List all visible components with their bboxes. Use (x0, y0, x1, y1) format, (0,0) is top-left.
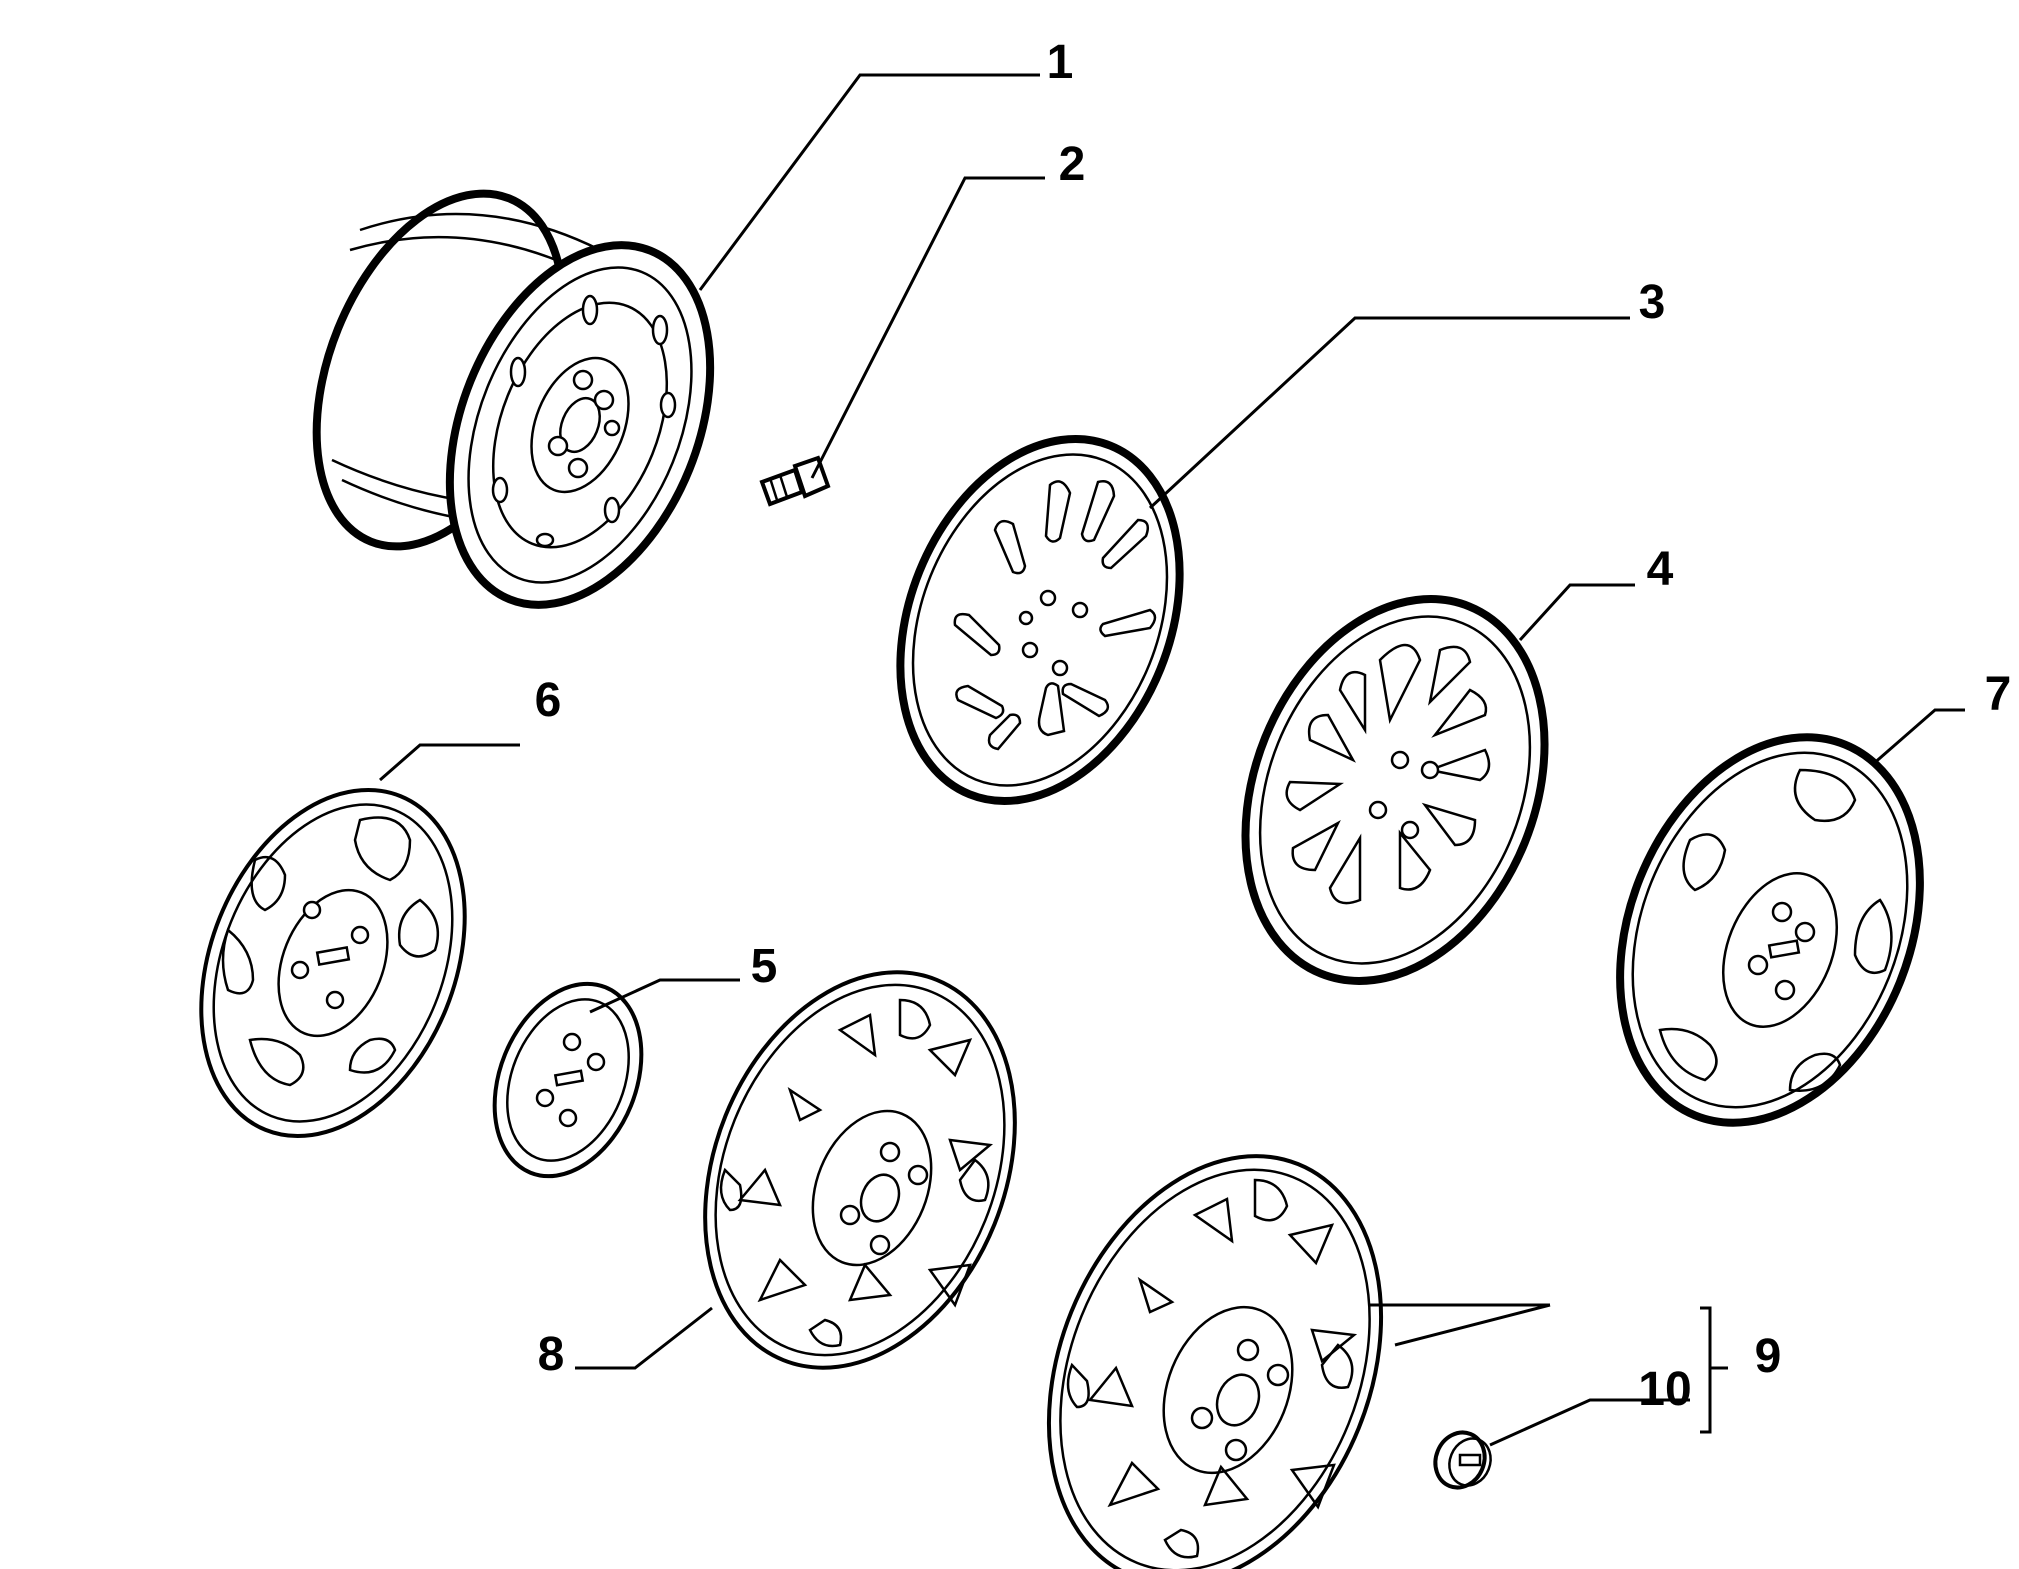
callout-3: 3 (1639, 276, 1666, 329)
wheel-cover-icon (1241, 595, 1549, 985)
leader-line-4 (1518, 583, 1635, 642)
callout-8: 8 (538, 1328, 565, 1381)
wheel-cover-icon (1616, 733, 1924, 1127)
leader-line-9b (1394, 1303, 1551, 1347)
steel-wheel-rim-icon (312, 189, 715, 609)
leader-line-3 (1148, 316, 1630, 510)
wheel-cover-icon (896, 435, 1184, 805)
callout-9: 9 (1755, 1330, 1782, 1383)
leader-line-10 (1489, 1398, 1690, 1447)
leader-line-2 (810, 176, 1045, 479)
wheel-bolt-icon (759, 455, 831, 507)
hub-cap-icon (492, 981, 644, 1179)
callout-6: 6 (535, 674, 562, 727)
callout-10: 10 (1638, 1363, 1691, 1416)
leader-line-7 (1871, 708, 1965, 767)
callout-7: 7 (1985, 668, 2012, 721)
callout-2: 2 (1059, 138, 1086, 191)
wheel-cover-icon (199, 787, 467, 1139)
wheel-cover-icon (703, 970, 1017, 1370)
leader-line-5 (589, 978, 740, 1014)
leader-line-8 (575, 1306, 713, 1370)
leader-lines (379, 73, 1965, 1447)
callout-1: 1 (1047, 36, 1074, 89)
bracket-9 (1700, 1306, 1712, 1434)
leader-line-1 (698, 73, 1040, 291)
center-cap-icon (1433, 1430, 1492, 1490)
callout-5: 5 (751, 940, 778, 993)
wheel-cover-icon (1046, 1154, 1384, 1569)
callouts: 1 2 3 4 5 6 7 8 9 10 (535, 36, 2012, 1416)
callout-4: 4 (1647, 543, 1674, 596)
leader-line-6 (379, 743, 520, 782)
